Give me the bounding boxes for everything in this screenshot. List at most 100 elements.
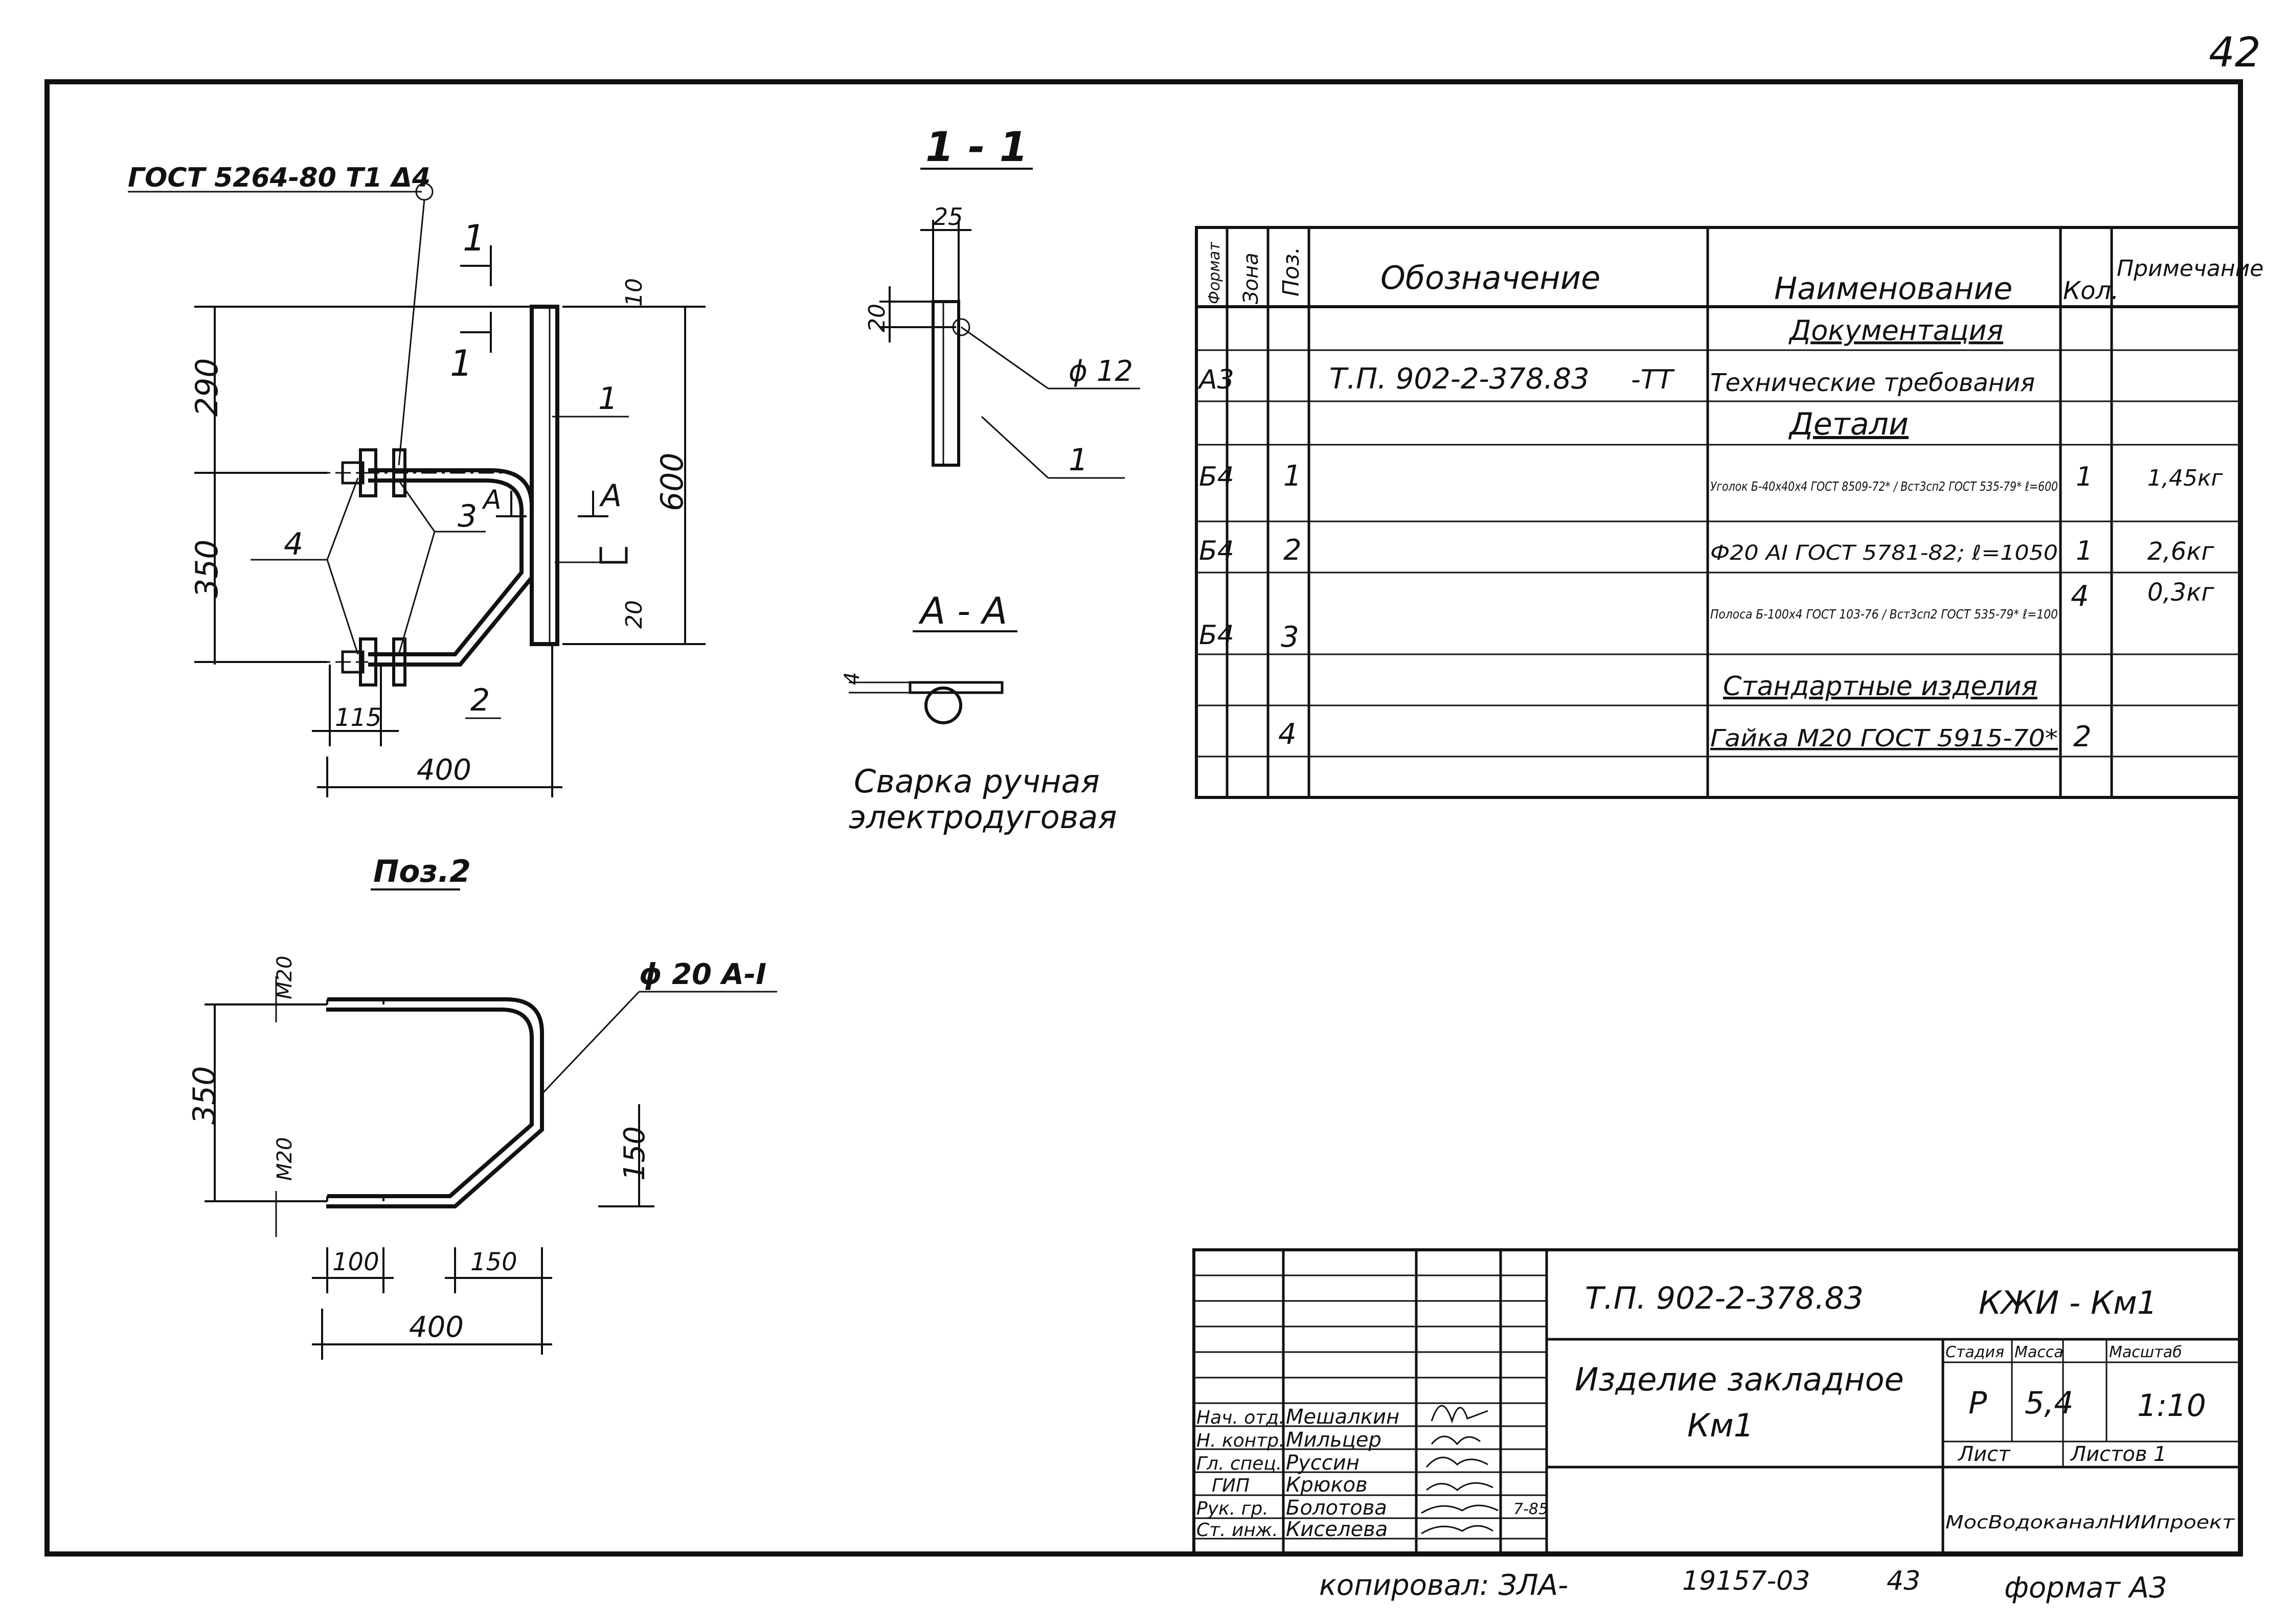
row7-name: Стандартные изделия — [1723, 671, 2037, 702]
signature-1 — [1431, 1435, 1481, 1446]
title-block: Т.П. 902-2-378.83 КЖИ - Км1 Изделие закл… — [1192, 1248, 2241, 1556]
thread-top: М20 — [273, 956, 297, 999]
gost-callout: ГОСТ 5264-80 Т1 Δ4 — [128, 163, 431, 193]
tb-mass-label: Масса — [2014, 1343, 2064, 1361]
row3-qty: 1 — [2076, 462, 2093, 492]
pos2-bar — [327, 997, 544, 1208]
row8-name: Гайка М20 ГОСТ 5915-70* — [1710, 724, 2058, 752]
section-1-1-title: 1 - 1 — [925, 123, 1028, 171]
pos2-rebar-label: ϕ 20 А-I — [639, 958, 766, 991]
tb-name-4: Болотова — [1286, 1496, 1387, 1520]
tb-name-5: Киселева — [1286, 1518, 1388, 1541]
tb-title-2: Км1 — [1687, 1407, 1754, 1444]
row1-format: А3 — [1197, 364, 1234, 395]
footer-copied: копировал: ЗЛА- — [1319, 1569, 1568, 1602]
row1-designation: Т.П. 902-2-378.83 — [1329, 362, 1590, 396]
tb-stage-label: Стадия — [1945, 1343, 2004, 1361]
row1-suffix: -ТТ — [1631, 364, 1675, 395]
view-a-right: А — [599, 478, 622, 514]
section-a-a-title: А - А — [918, 589, 1007, 632]
pos2-dim-350: 350 — [187, 1066, 222, 1125]
row6-format: Б4 — [1199, 620, 1234, 651]
section-1-1: 1 - 1 25 20 ϕ 12 1 — [864, 123, 1140, 479]
tb-role-1: Н. контр. — [1196, 1430, 1285, 1451]
dim-290: 290 — [189, 358, 225, 417]
hole-label: ϕ 12 — [1069, 355, 1133, 388]
rebar-pos2 — [368, 468, 534, 667]
dim-115: 115 — [335, 703, 382, 732]
hdr-qty: Кол. — [2063, 277, 2119, 305]
signature-3 — [1426, 1482, 1493, 1491]
label-pos4: 4 — [284, 527, 303, 562]
signature-0 — [1431, 1405, 1488, 1424]
tb-role-4: Рук. гр. — [1196, 1498, 1268, 1519]
tb-sheet-label: Лист — [1957, 1443, 2011, 1466]
section-mark-top: 1 — [463, 217, 486, 259]
row3-name: Уголок Б-40х40х4 ГОСТ 8509-72* / Вст3сп2… — [1710, 479, 2058, 494]
label-pos3: 3 — [458, 498, 477, 534]
angle-pos1 — [530, 305, 559, 646]
row3-pos: 1 — [1283, 460, 1302, 493]
tb-title-1: Изделие закладное — [1575, 1361, 1904, 1398]
row4-pos: 2 — [1283, 534, 1302, 567]
dim-600: 600 — [654, 452, 690, 511]
dim-10: 10 — [621, 278, 647, 307]
row5-name: Полоса Б-100х4 ГОСТ 103-76 / Вст3сп2 ГОС… — [1710, 607, 2058, 622]
dim-20: 20 — [621, 600, 647, 629]
tb-date: 7-85 — [1513, 1500, 1548, 1518]
row8-pos: 4 — [1278, 718, 1297, 751]
label-pos1: 1 — [598, 381, 618, 417]
hdr-pos: Поз. — [1278, 247, 1304, 296]
row8-qty: 2 — [2073, 720, 2092, 753]
tb-scale-label: Масштаб — [2109, 1343, 2182, 1361]
page-number: 42 — [2209, 29, 2261, 76]
tb-sheets-label: Листов 1 — [2070, 1443, 2167, 1466]
row4-note: 2,6кг — [2147, 537, 2214, 566]
welding-note-2: электродуговая — [849, 798, 1117, 836]
tb-role-2: Гл. спец. — [1196, 1453, 1282, 1474]
sec-pos1: 1 — [1069, 442, 1088, 478]
section-a-a: А - А 4 — [841, 589, 1017, 724]
row4-qty: 1 — [2076, 536, 2093, 566]
signature-2 — [1425, 1456, 1488, 1468]
row5-qty: 4 — [2071, 580, 2089, 613]
tb-role-3: ГИП — [1212, 1475, 1250, 1496]
tb-name-2: Руссин — [1286, 1451, 1360, 1475]
pos2-detail: Поз.2 ϕ 20 А-I М20 М20 350 150 100 150 — [187, 854, 777, 1360]
hdr-zone: Зона — [1239, 253, 1263, 304]
tb-name-3: Крюков — [1286, 1473, 1368, 1497]
tb-role-5: Ст. инж. — [1196, 1520, 1278, 1541]
pos2-dim-100: 100 — [332, 1248, 379, 1276]
row4-name: Ф20 АI ГОСТ 5781-82; ℓ=1050 — [1710, 541, 2058, 565]
hdr-name: Наименование — [1774, 271, 2012, 307]
row4-format: Б4 — [1199, 536, 1234, 566]
footer-archive: 19157-03 — [1682, 1566, 1810, 1596]
pos2-title: Поз.2 — [373, 854, 471, 889]
tb-role-0: Нач. отд. — [1196, 1407, 1285, 1428]
pos2-dim-150h: 150 — [470, 1248, 517, 1276]
main-view: ГОСТ 5264-80 Т1 Δ4 1 1 — [128, 163, 706, 797]
dim-400: 400 — [417, 753, 471, 787]
view-a-left: А — [482, 485, 502, 515]
row3-format: Б4 — [1199, 462, 1234, 492]
dim-25: 25 — [933, 203, 963, 231]
hdr-designation: Обозначение — [1380, 259, 1600, 296]
dim-20-sec: 20 — [864, 304, 890, 332]
row0-name: Документация — [1788, 314, 2003, 347]
signature-4 — [1421, 1504, 1499, 1514]
tb-mass: 5,4 — [2025, 1385, 2073, 1421]
sheet-frame — [44, 79, 2243, 1557]
pos2-dim-150v: 150 — [618, 1126, 651, 1181]
thread-bottom: М20 — [273, 1137, 297, 1181]
tb-scale: 1:10 — [2137, 1388, 2206, 1424]
dim-350: 350 — [189, 539, 225, 598]
tb-project: Т.П. 902-2-378.83 — [1585, 1280, 1864, 1316]
dim-4: 4 — [841, 672, 864, 685]
row5-note: 0,3кг — [2147, 578, 2214, 607]
label-pos2: 2 — [470, 682, 490, 718]
tb-name-1: Мильцер — [1286, 1428, 1381, 1452]
hdr-format: Формат — [1206, 241, 1224, 304]
signature-5 — [1421, 1525, 1493, 1535]
spec-table: Формат Зона Поз. Обозначение Наименовани… — [1195, 226, 2263, 799]
